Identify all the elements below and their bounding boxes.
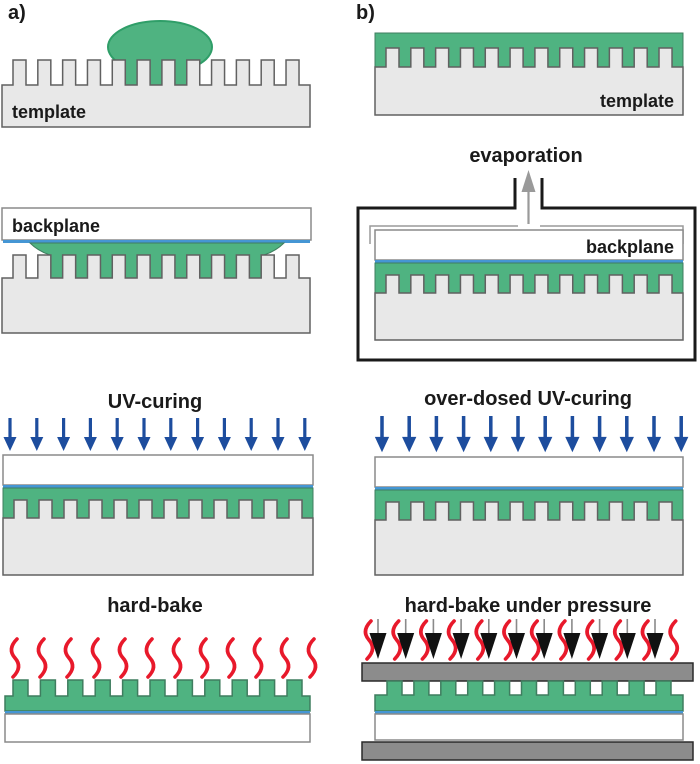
- uv-arrow-icon: [217, 418, 231, 451]
- heat-squiggle-icon: [225, 637, 237, 679]
- heat-squiggle-icon: [171, 637, 183, 679]
- uv-arrow-icon: [271, 418, 285, 451]
- column-b-label: b): [356, 2, 375, 24]
- uv-arrow-icon: [646, 416, 662, 453]
- heat-squiggle-icon: [585, 619, 596, 661]
- heat-squiggle-icon: [391, 619, 403, 661]
- step-title: UV-curing: [108, 391, 202, 413]
- template-comb: [1, 254, 311, 334]
- uv-arrow-icon: [538, 416, 553, 453]
- evaporation-up-arrow-icon: [521, 170, 536, 224]
- uv-arrow-icon: [429, 416, 444, 453]
- step-title: over-dosed UV-curing: [424, 388, 632, 410]
- uv-arrow-icon: [83, 418, 97, 451]
- heat-squiggle-icon: [9, 637, 21, 679]
- resist-layer: [374, 32, 684, 68]
- heat-squiggle-icon: [117, 637, 129, 679]
- step-title: hard-bake under pressure: [405, 595, 652, 617]
- heat-squiggle-icon: [529, 619, 541, 661]
- resist-layer: [374, 262, 684, 294]
- step-title: evaporation: [469, 145, 582, 167]
- heat-squiggle-icon: [612, 619, 624, 661]
- adhesion-layer-line: [375, 711, 683, 714]
- uv-arrow-icon: [137, 418, 151, 451]
- template-comb: [374, 47, 684, 116]
- uv-arrow-icon: [619, 416, 634, 453]
- heat-squiggle-icon: [363, 619, 375, 661]
- heat-squiggle-icon: [252, 637, 264, 679]
- template-comb: [2, 499, 314, 576]
- press-plate-bottom: [361, 741, 694, 761]
- uv-arrow-icon: [110, 418, 124, 451]
- panel-b-evaporation: evaporation backplane: [356, 145, 697, 362]
- adhesion-layer-line: [375, 260, 683, 263]
- backplane: [374, 229, 684, 261]
- template-label: template: [600, 91, 674, 111]
- heat-squiggle-icon: [419, 619, 430, 661]
- panel-a-uv-curing: UV-curing: [2, 391, 314, 576]
- uv-arrow-icon: [57, 418, 71, 451]
- uv-arrow-icon: [374, 416, 390, 453]
- uv-arrow-icon: [402, 416, 417, 453]
- vacuum-chamber-outline: [356, 178, 697, 362]
- uv-arrow-icon: [191, 418, 205, 451]
- uv-arrow-icon: [483, 416, 498, 453]
- uv-arrow-icon: [456, 416, 471, 453]
- uv-arrow-icon: [164, 418, 178, 451]
- uv-arrow-icon: [30, 418, 44, 451]
- cured-resist-comb: [374, 680, 684, 712]
- panel-b-overdosed-uv-curing: over-dosed UV-curing: [374, 388, 689, 576]
- panel-a-hard-bake: hard-bake: [4, 595, 318, 743]
- uv-arrow-icon: [3, 418, 17, 451]
- heat-squiggle-icon: [668, 619, 680, 661]
- template-label: template: [12, 102, 86, 122]
- heat-squiggle-icon: [90, 637, 102, 679]
- backplane-label: backplane: [12, 216, 100, 236]
- template-comb: [1, 59, 311, 128]
- heat-squiggle-icon: [474, 619, 486, 661]
- uv-arrow-icon: [674, 416, 689, 453]
- press-plate-top: [361, 662, 694, 682]
- heat-squiggle-icon: [144, 637, 156, 679]
- heat-squiggle-icon: [198, 637, 210, 679]
- adhesion-layer-line: [375, 487, 683, 490]
- uv-arrow-icon: [244, 418, 258, 451]
- uv-arrow-icon: [592, 416, 607, 453]
- uv-arrow-icon: [298, 418, 312, 451]
- template-comb: [374, 274, 684, 341]
- heat-squiggle-icon: [63, 637, 75, 679]
- backplane: [374, 456, 684, 488]
- panel-b-hard-bake-pressure: hard-bake under pressure: [361, 595, 694, 761]
- uv-arrow-icon: [565, 416, 580, 453]
- backplane: [4, 713, 311, 743]
- heat-squiggle-icon: [640, 619, 652, 661]
- template-comb: [374, 501, 684, 576]
- cured-resist-comb: [4, 679, 311, 712]
- backplane: [374, 713, 684, 741]
- resist-layer: [2, 487, 314, 519]
- uv-arrow-row: [374, 416, 689, 453]
- resist-layer: [374, 489, 684, 521]
- backplane-label: backplane: [586, 237, 674, 257]
- heat-squiggle-row: [9, 637, 318, 679]
- uv-arrow-row: [3, 418, 312, 451]
- uv-arrow-icon: [510, 416, 526, 453]
- step-title: hard-bake: [107, 595, 203, 617]
- adhesion-layer-line: [3, 485, 313, 488]
- panel-a-resist-dispense: template: [1, 20, 311, 128]
- resist-droplet-fill: [120, 50, 199, 85]
- heat-squiggle-icon: [502, 619, 513, 661]
- backplane: [2, 454, 314, 486]
- panel-a-backplane-contact: backplane: [1, 207, 312, 334]
- adhesion-layer-line: [3, 240, 310, 243]
- heat-squiggle-icon: [279, 637, 291, 679]
- heat-squiggle-icon: [446, 619, 458, 661]
- heat-squiggle-icon: [36, 637, 48, 679]
- heat-squiggle-icon: [306, 637, 318, 679]
- backplane: [1, 207, 312, 241]
- column-a-label: a): [8, 2, 26, 24]
- heat-squiggle-icon: [557, 619, 569, 661]
- panel-b-coated-template: template: [374, 32, 684, 116]
- adhesion-layer-line: [5, 711, 310, 714]
